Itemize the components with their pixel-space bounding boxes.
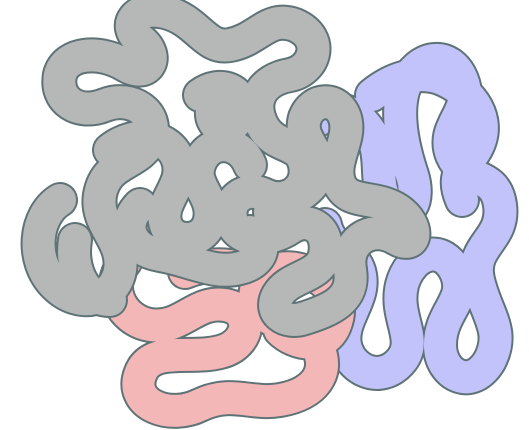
protein-tube-illustration <box>0 0 529 430</box>
